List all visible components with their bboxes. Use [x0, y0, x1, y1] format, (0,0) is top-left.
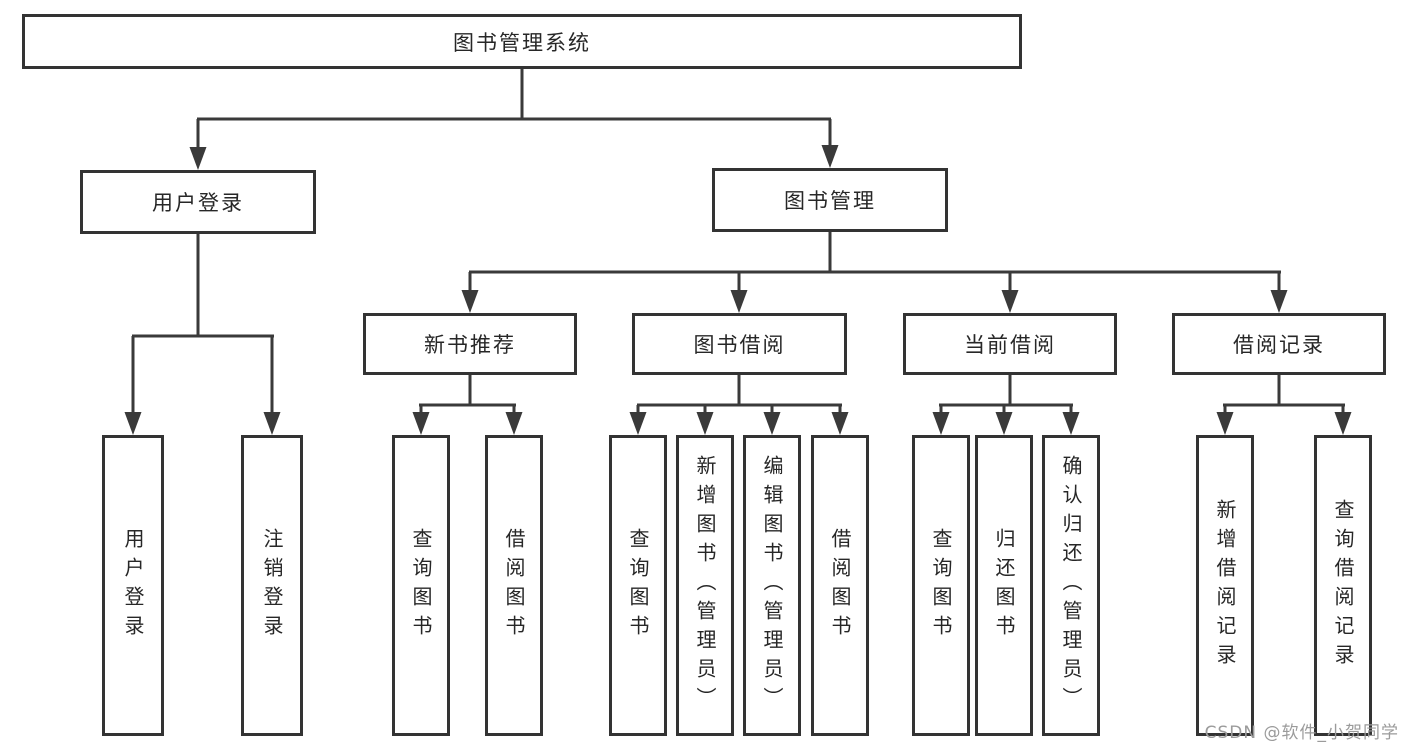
node-book-borrowing: 图书借阅	[632, 313, 847, 375]
node-new-book-recommendation: 新书推荐	[363, 313, 577, 375]
leaf-recommend-borrow-books: 借阅图书	[485, 435, 543, 736]
leaf-logout: 注销登录	[241, 435, 303, 736]
node-library-management-system: 图书管理系统	[22, 14, 1022, 69]
node-user-login: 用户登录	[80, 170, 316, 234]
leaf-current-query-books: 查询图书	[912, 435, 970, 736]
leaf-recommend-query-books: 查询图书	[392, 435, 450, 736]
leaf-records-add-borrow-record: 新增借阅记录	[1196, 435, 1254, 736]
leaf-records-query-borrow-record: 查询借阅记录	[1314, 435, 1372, 736]
csdn-watermark: CSDN @软件_小贺同学	[1204, 723, 1399, 743]
leaf-current-confirm-return-admin: 确认归还（管理员）	[1042, 435, 1100, 736]
leaf-user-login: 用户登录	[102, 435, 164, 736]
leaf-borrow-query-books: 查询图书	[609, 435, 667, 736]
leaf-borrow-edit-books-admin: 编辑图书（管理员）	[743, 435, 801, 736]
leaf-borrow-borrow-books: 借阅图书	[811, 435, 869, 736]
node-current-borrowing: 当前借阅	[903, 313, 1117, 375]
node-borrowing-records: 借阅记录	[1172, 313, 1386, 375]
node-book-management: 图书管理	[712, 168, 948, 232]
leaf-borrow-add-books-admin: 新增图书（管理员）	[676, 435, 734, 736]
leaf-current-return-books: 归还图书	[975, 435, 1033, 736]
